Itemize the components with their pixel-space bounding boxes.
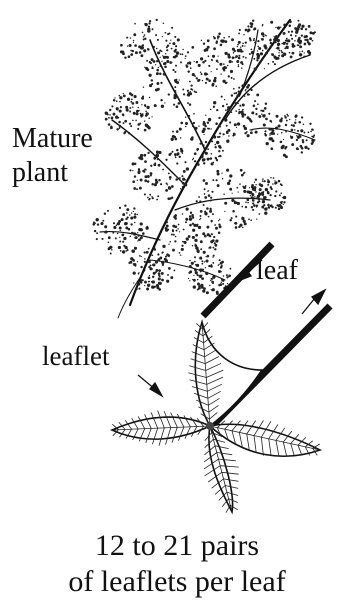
leaflet-label: leaflet	[42, 342, 109, 372]
mature-plant-label-line2: plant	[12, 156, 93, 190]
leaflet-center	[206, 422, 214, 430]
caption-line2: of leaflets per leaf	[0, 564, 354, 600]
leaflet-arrow	[138, 375, 162, 396]
caption-line1: 12 to 21 pairs	[0, 528, 354, 564]
mature-plant-label: Mature plant	[12, 122, 93, 190]
mature-plant-label-line1: Mature	[12, 122, 93, 156]
caption: 12 to 21 pairs of leaflets per leaf	[0, 528, 354, 600]
mature-plant-foliage	[93, 19, 316, 295]
leaf-label: leaf	[256, 256, 298, 287]
